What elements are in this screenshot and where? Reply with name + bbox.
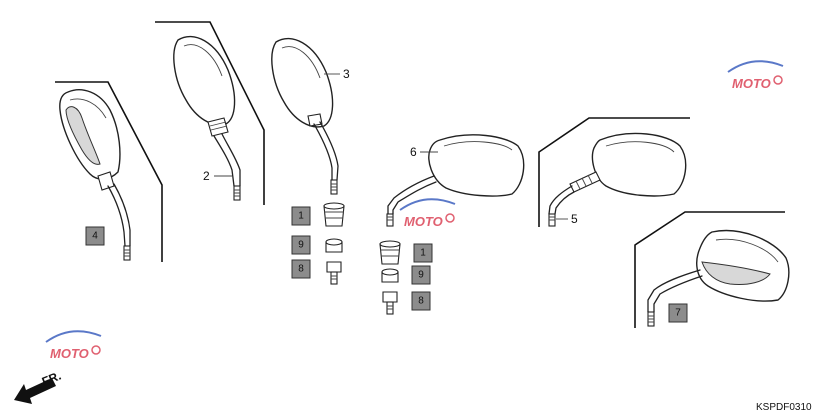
frame-left: [55, 81, 163, 262]
svg-text:1: 1: [420, 248, 426, 259]
frame-right-upper: [538, 117, 690, 227]
watermark-bottom-left: MOTO: [45, 330, 102, 361]
callout-1-middle: 1: [413, 243, 433, 263]
diagram-code: KSPDF0310: [756, 402, 812, 413]
mirror-part-6: [386, 134, 525, 227]
mirror-part-3: [271, 37, 339, 195]
svg-text:1: 1: [298, 211, 304, 222]
callout-6: 6: [410, 145, 417, 159]
callout-8-left: 8: [291, 259, 311, 279]
callout-7: 7: [668, 303, 688, 323]
svg-text:9: 9: [298, 240, 304, 251]
callout-5: 5: [571, 212, 578, 226]
mirror-part-2: [173, 35, 241, 201]
callout-9-left: 9: [291, 235, 311, 255]
hardware-stack-left: [323, 202, 345, 285]
watermark-text: MOTO: [732, 76, 771, 91]
watermark-middle: MOTO: [399, 198, 456, 229]
callout-2: 2: [203, 169, 210, 183]
watermark-text: MOTO: [404, 214, 443, 229]
watermark-top-right: MOTO: [727, 60, 784, 91]
mirror-part-7: [647, 229, 790, 327]
front-direction-arrow: FR.: [14, 369, 63, 404]
svg-text:8: 8: [418, 296, 424, 307]
mirror-part-5: [548, 132, 687, 227]
callout-8-middle: 8: [411, 291, 431, 311]
hardware-stack-middle: [379, 240, 401, 315]
frame-center-left: [155, 21, 265, 205]
callout-4: 4: [85, 226, 105, 246]
svg-text:9: 9: [418, 270, 424, 281]
mirror-part-4: [59, 89, 131, 261]
callout-9-middle: 9: [411, 265, 431, 285]
direction-label: FR.: [40, 369, 63, 389]
frame-right-lower: [634, 211, 785, 328]
svg-text:7: 7: [675, 308, 681, 319]
callout-1-left: 1: [291, 206, 311, 226]
svg-text:8: 8: [298, 264, 304, 275]
svg-text:4: 4: [92, 231, 98, 242]
callout-3: 3: [343, 67, 350, 81]
watermark-text: MOTO: [50, 346, 89, 361]
